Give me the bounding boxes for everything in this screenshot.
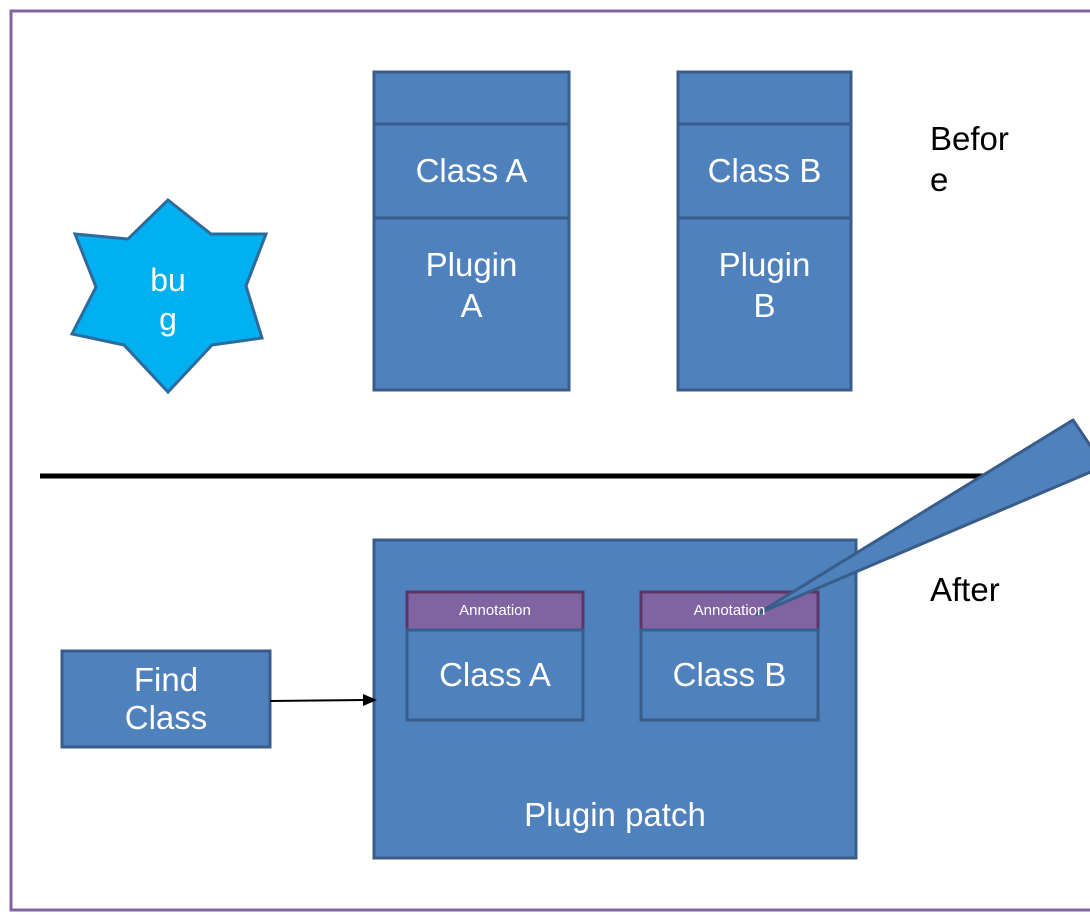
patch-class-b-box — [639, 628, 820, 722]
patch-class-a-box — [405, 628, 585, 722]
find-class-arrow-head — [363, 694, 377, 706]
find-class-box — [60, 649, 272, 749]
plugin-b-plugin-segment — [676, 216, 853, 392]
plugin-b-class-label: Class B — [707, 151, 822, 189]
outer-frame — [9, 9, 1090, 912]
plugin-a-top-segment — [372, 70, 571, 126]
plugin-b-top-segment — [676, 70, 853, 126]
patch-class-b-label: Class B — [672, 655, 787, 693]
patch-class-b-annotation-label: Annotation — [693, 601, 766, 619]
find-class-arrow-line — [269, 699, 365, 702]
plugin-patch-label: Plugin patch — [524, 795, 706, 833]
callout-pointer — [755, 418, 1090, 616]
patch-class-a-label: Class A — [439, 655, 551, 693]
plugin-a-class-label: Class A — [415, 151, 528, 189]
bug-star-shape — [69, 198, 269, 395]
plugin-b-class-segment — [676, 122, 853, 220]
after-section-label: After — [930, 571, 1000, 608]
plugin-a-class-segment — [372, 122, 571, 220]
patch-class-a-annotation-label: Annotation — [459, 601, 531, 619]
plugin-a-plugin-segment — [372, 216, 571, 392]
